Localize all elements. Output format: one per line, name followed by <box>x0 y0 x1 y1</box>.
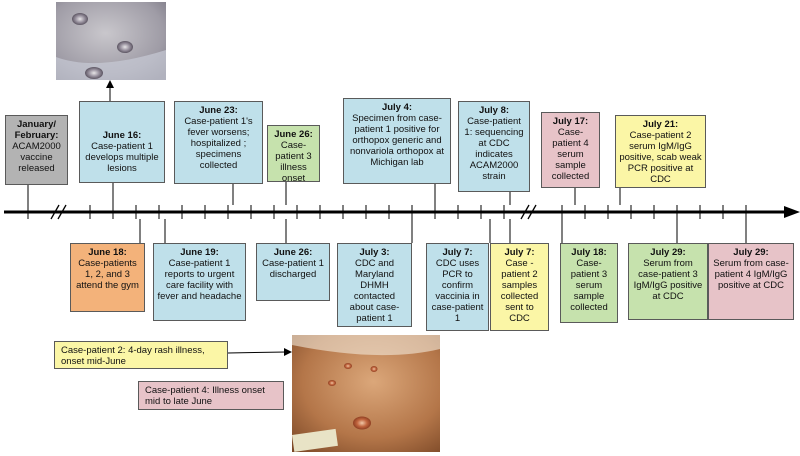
arrow-to-bottom-photo <box>227 351 287 354</box>
connectors-above <box>27 182 621 205</box>
event-text: Case-patient 3 serum sample collected <box>570 258 608 313</box>
event-text: Case-patient 2 serum IgM/IgG positive, s… <box>619 130 702 185</box>
event-date: June 18: <box>88 247 127 258</box>
event-text: Case-patient 4 serum sample collected <box>551 127 590 182</box>
event-date: June 23: <box>199 105 238 116</box>
event-july-29-cp4: July 29: Serum from case-patient 4 IgM/I… <box>708 243 794 320</box>
event-date: July 7: <box>504 247 535 258</box>
event-text: CDC uses PCR to confirm vaccinia in case… <box>431 258 484 324</box>
event-date: July 4: <box>381 102 413 113</box>
event-date: July 17: <box>552 116 589 127</box>
event-july-7-pcr: July 7: CDC uses PCR to confirm vaccinia… <box>426 243 489 331</box>
event-text: Case-patient 1 develops multiple lesions <box>85 141 159 174</box>
event-text: Case-patient 1 reports to urgent care fa… <box>157 258 242 302</box>
event-june-19: June 19: Case-patient 1 reports to urgen… <box>153 243 246 321</box>
event-july-18: July 18: Case-patient 3 serum sample col… <box>560 243 618 323</box>
event-july-7-samples: July 7: Case - patient 2 samples collect… <box>490 243 549 331</box>
event-june-26-onset: June 26: Case-patient 3 illness onset <box>267 125 320 182</box>
event-july-21: July 21: Case-patient 2 serum IgM/IgG po… <box>615 115 706 188</box>
event-text: Case-patient 1's fever worsens; hospital… <box>184 116 253 171</box>
event-text: Case-patient 1 discharged <box>262 258 324 280</box>
event-date: July 7: <box>442 247 473 258</box>
event-text: Specimen from case-patient 1 positive fo… <box>349 113 444 168</box>
timeline-break-left <box>50 204 67 220</box>
event-june-23: June 23: Case-patient 1's fever worsens;… <box>174 101 263 184</box>
note-case-patient-4: Case-patient 4: Illness onset mid to lat… <box>138 381 284 410</box>
event-july-3: July 3: CDC and Maryland DHMH contacted … <box>337 243 412 327</box>
photo-lesions-arm <box>56 2 166 80</box>
event-text: Case-patients 1, 2, and 3 attend the gym <box>76 258 139 291</box>
timeline-break-right <box>520 204 537 220</box>
event-july-8: July 8: Case-patient 1: sequencing at CD… <box>458 101 530 192</box>
note-text: Case-patient 4: Illness onset mid to lat… <box>145 385 265 407</box>
event-date: June 16: <box>102 130 142 141</box>
event-july-29-cp3: July 29: Serum from case-patient 3 IgM/I… <box>628 243 708 320</box>
event-june-18: June 18: Case-patients 1, 2, and 3 atten… <box>70 243 145 312</box>
event-date: June 26: <box>274 129 313 140</box>
event-date: June 19: <box>180 247 219 258</box>
timeline-ticks <box>27 205 747 219</box>
event-text: Case - patient 2 samples collected sent … <box>500 258 539 324</box>
event-date: July 8: <box>478 105 510 116</box>
event-date: July 29: <box>650 247 686 258</box>
event-text: Serum from case-patient 4 IgM/IgG positi… <box>713 258 789 291</box>
event-text: ACAM2000 vaccine released <box>12 141 61 174</box>
event-june-16: June 16: Case-patient 1 develops multipl… <box>79 101 165 183</box>
connectors-below <box>139 219 747 243</box>
event-date: June 26: <box>273 247 313 258</box>
lesions-arm-image <box>56 2 166 80</box>
lesions-skin-image <box>292 335 440 452</box>
event-june-26-discharged: June 26: Case-patient 1 discharged <box>256 243 330 301</box>
event-july-4: July 4: Specimen from case-patient 1 pos… <box>343 98 451 184</box>
event-text: Case-patient 1: sequencing at CDC indica… <box>464 116 524 182</box>
event-text: Serum from case-patient 3 IgM/IgG positi… <box>633 258 703 302</box>
event-jan-feb: January/ February: ACAM2000 vaccine rele… <box>5 115 68 185</box>
event-date: July 18: <box>571 247 607 258</box>
event-july-17: July 17: Case-patient 4 serum sample col… <box>541 112 600 188</box>
event-text: Case-patient 3 illness onset <box>275 140 312 182</box>
event-date: July 21: <box>642 119 679 130</box>
event-date: July 3: <box>359 247 390 258</box>
timeline-arrowhead <box>784 206 800 218</box>
note-case-patient-2: Case-patient 2: 4-day rash illness, onse… <box>54 341 228 369</box>
event-date: July 29: <box>733 247 769 258</box>
event-date: January/ February: <box>14 119 59 141</box>
event-text: CDC and Maryland DHMH contacted about ca… <box>349 258 400 324</box>
photo-lesions-skin-with-ruler <box>292 335 440 452</box>
note-text: Case-patient 2: 4-day rash illness, onse… <box>61 345 205 367</box>
